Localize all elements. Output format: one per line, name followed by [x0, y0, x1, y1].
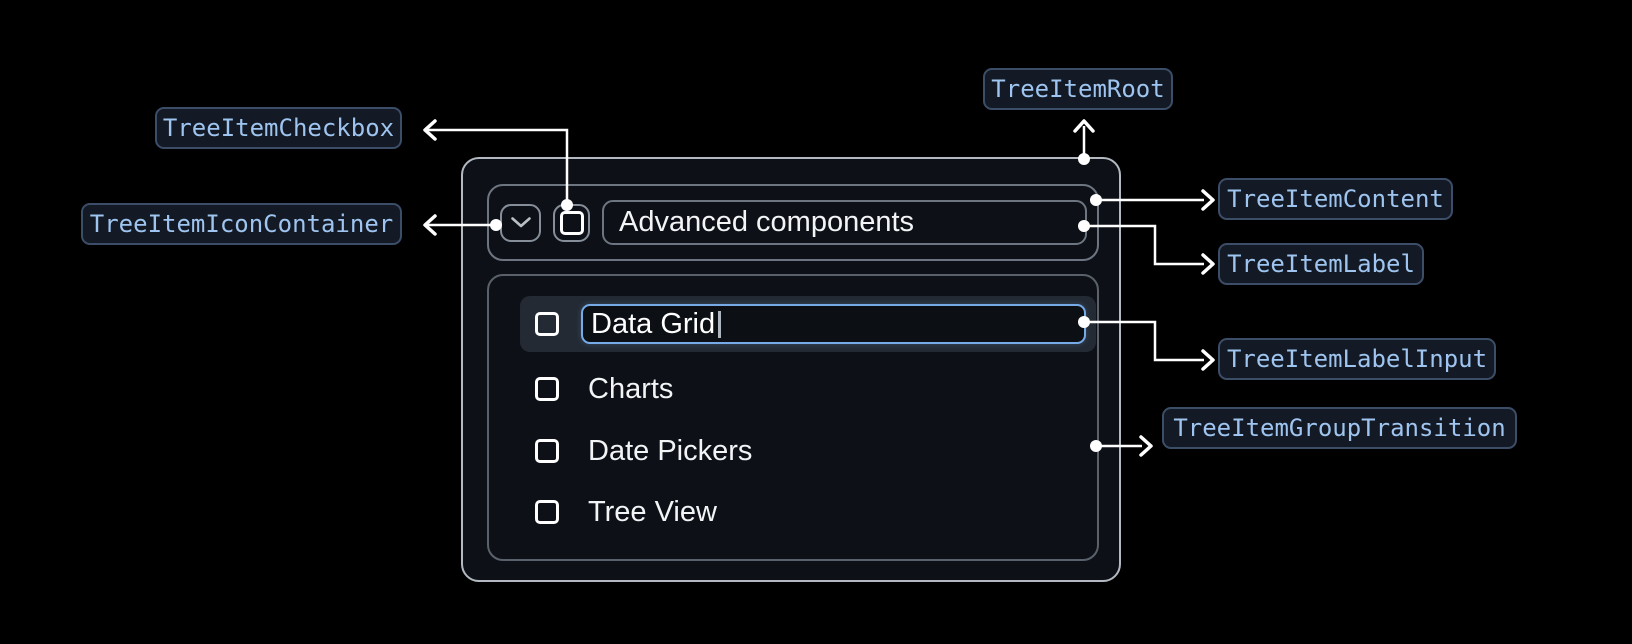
badge-tree-item-root: TreeItemRoot — [983, 68, 1173, 110]
badge-tree-item-group-transition: TreeItemGroupTransition — [1162, 407, 1517, 449]
checkbox-unchecked-icon — [559, 210, 584, 235]
tree-item-label[interactable]: Advanced components — [602, 200, 1087, 245]
chevron-down-icon — [510, 217, 531, 228]
tree-row-editing[interactable]: Data Grid — [520, 296, 1096, 352]
tree-item-root: Advanced components Data Grid Charts Dat… — [461, 157, 1121, 582]
text-cursor — [718, 310, 722, 338]
tree-item-label: Date Pickers — [588, 434, 753, 467]
tree-row[interactable]: Tree View — [520, 488, 1096, 536]
badge-tree-item-label: TreeItemLabel — [1218, 243, 1424, 285]
tree-row[interactable]: Charts — [520, 365, 1096, 413]
checkbox-unchecked-icon[interactable] — [535, 377, 559, 401]
badge-tree-item-icon-container: TreeItemIconContainer — [81, 203, 402, 245]
parent-item-label: Advanced components — [619, 206, 915, 238]
tree-item-group-transition: Data Grid Charts Date Pickers Tree View — [487, 274, 1099, 561]
checkbox-unchecked-icon[interactable] — [535, 312, 559, 336]
tree-item-label: Charts — [588, 372, 674, 405]
tree-item-label-input[interactable]: Data Grid — [581, 304, 1086, 344]
badge-tree-item-content: TreeItemContent — [1218, 178, 1453, 220]
checkbox-unchecked-icon[interactable] — [535, 439, 559, 463]
checkbox-unchecked-icon[interactable] — [535, 500, 559, 524]
badge-tree-item-checkbox: TreeItemCheckbox — [155, 107, 402, 149]
tree-item-checkbox[interactable] — [553, 203, 590, 242]
tree-item-label: Tree View — [588, 495, 717, 528]
tree-row[interactable]: Date Pickers — [520, 427, 1096, 475]
badge-tree-item-label-input: TreeItemLabelInput — [1218, 338, 1496, 380]
tree-item-content: Advanced components — [487, 184, 1099, 261]
expand-collapse-button[interactable] — [500, 203, 541, 242]
label-input-value: Data Grid — [591, 307, 716, 340]
